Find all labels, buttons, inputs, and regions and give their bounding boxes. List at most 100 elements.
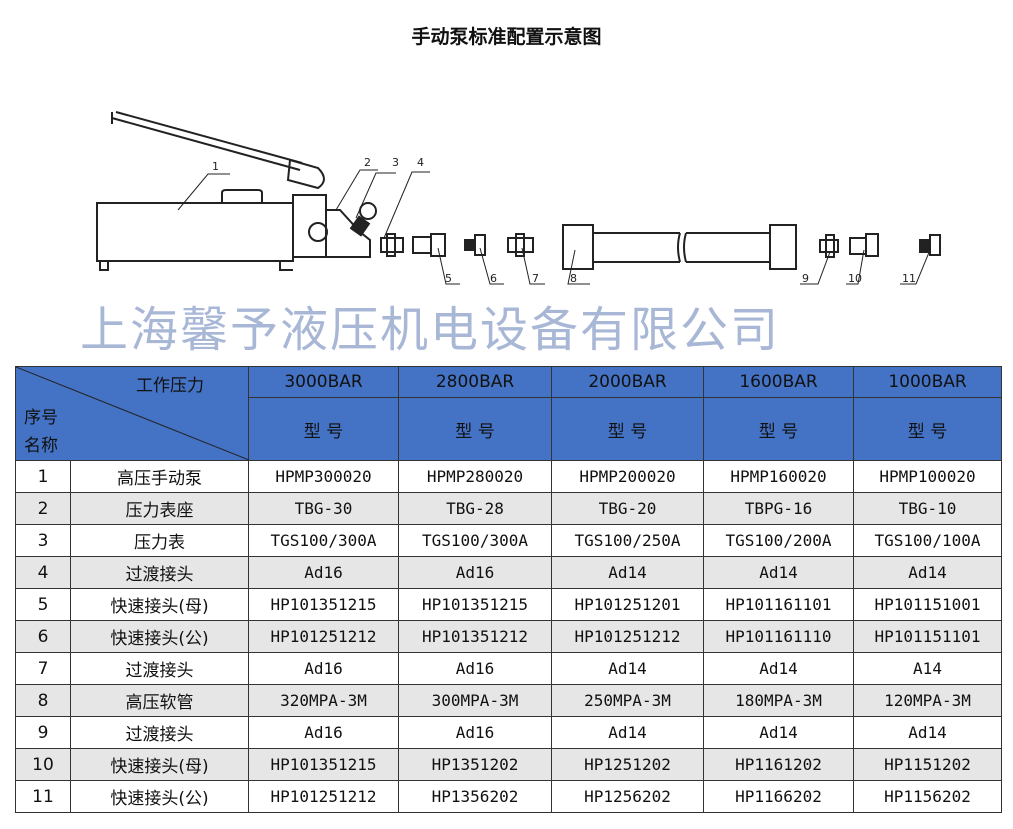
part-name: 过渡接头 bbox=[70, 652, 249, 685]
pressure-header: 3000BAR bbox=[248, 366, 399, 398]
model-cell: TGS100/250A bbox=[551, 524, 704, 557]
model-cell: HP101251212 bbox=[248, 620, 399, 653]
model-cell: HP101251212 bbox=[551, 620, 704, 653]
row-number: 3 bbox=[15, 524, 71, 557]
model-cell: HP1151202 bbox=[853, 748, 1002, 781]
part-name: 快速接头(公) bbox=[70, 780, 249, 813]
model-cell: A14 bbox=[853, 652, 1002, 685]
row-number: 10 bbox=[15, 748, 71, 781]
model-cell: Ad14 bbox=[551, 652, 704, 685]
model-header: 型 号 bbox=[853, 397, 1002, 461]
row-number: 4 bbox=[15, 556, 71, 589]
diagram-label-9: 9 bbox=[802, 272, 809, 285]
diagram-label-5: 5 bbox=[445, 272, 452, 285]
model-cell: HP101351215 bbox=[248, 588, 399, 621]
row-number: 5 bbox=[15, 588, 71, 621]
model-cell: HPMP200020 bbox=[551, 460, 704, 493]
model-cell: Ad14 bbox=[703, 716, 854, 749]
model-header: 型 号 bbox=[551, 397, 704, 461]
row-number: 1 bbox=[15, 460, 71, 493]
pressure-header: 1000BAR bbox=[853, 366, 1002, 398]
page-title: 手动泵标准配置示意图 bbox=[411, 26, 602, 48]
model-cell: HP1161202 bbox=[703, 748, 854, 781]
model-cell: TGS100/200A bbox=[703, 524, 854, 557]
watermark: 上海馨予液压机电设备有限公司 bbox=[80, 302, 781, 358]
part-name: 快速接头(公) bbox=[70, 620, 249, 653]
model-cell: Ad14 bbox=[703, 652, 854, 685]
model-cell: HPMP100020 bbox=[853, 460, 1002, 493]
part-name: 压力表 bbox=[70, 524, 249, 557]
row-number: 8 bbox=[15, 684, 71, 717]
model-cell: HPMP300020 bbox=[248, 460, 399, 493]
model-header: 型 号 bbox=[248, 397, 399, 461]
header-corner-cell: 工作压力 序号 名称 bbox=[15, 366, 249, 461]
model-cell: 320MPA-3M bbox=[248, 684, 399, 717]
row-number: 2 bbox=[15, 492, 71, 525]
model-cell: Ad16 bbox=[398, 652, 552, 685]
model-cell: 250MPA-3M bbox=[551, 684, 704, 717]
pressure-header: 2000BAR bbox=[551, 366, 704, 398]
model-cell: HP101161110 bbox=[703, 620, 854, 653]
row-number: 7 bbox=[15, 652, 71, 685]
model-cell: 180MPA-3M bbox=[703, 684, 854, 717]
model-cell: HP101351212 bbox=[398, 620, 552, 653]
row-number: 11 bbox=[15, 780, 71, 813]
hand-pump-diagram: 1 2 3 4 5 6 7 8 9 10 11 bbox=[96, 111, 941, 285]
part-name: 过渡接头 bbox=[70, 716, 249, 749]
configuration-table: 工作压力 序号 名称 3000BAR 2800BAR 2000BAR 1600B… bbox=[15, 366, 1002, 813]
model-cell: Ad14 bbox=[703, 556, 854, 589]
model-cell: HP101351215 bbox=[248, 748, 399, 781]
diagram-label-6: 6 bbox=[490, 272, 497, 285]
model-cell: HP1166202 bbox=[703, 780, 854, 813]
diagram-label-11: 11 bbox=[902, 272, 916, 285]
model-cell: HP101151001 bbox=[853, 588, 1002, 621]
part-name: 高压软管 bbox=[70, 684, 249, 717]
pump-body bbox=[96, 111, 377, 271]
model-cell: 300MPA-3M bbox=[398, 684, 552, 717]
corner-left-label-1: 序号 bbox=[24, 408, 58, 428]
diagram-label-2: 2 bbox=[364, 156, 371, 169]
model-header: 型 号 bbox=[398, 397, 552, 461]
model-cell: TBPG-16 bbox=[703, 492, 854, 525]
model-cell: Ad16 bbox=[248, 652, 399, 685]
model-cell: HP101161101 bbox=[703, 588, 854, 621]
diagram-label-7: 7 bbox=[532, 272, 539, 285]
model-cell: HP1251202 bbox=[551, 748, 704, 781]
model-cell: HP101251212 bbox=[248, 780, 399, 813]
corner-top-label: 工作压力 bbox=[136, 376, 204, 396]
model-cell: Ad14 bbox=[551, 716, 704, 749]
diagram-label-1: 1 bbox=[212, 160, 219, 173]
model-header: 型 号 bbox=[703, 397, 854, 461]
model-cell: HP101351215 bbox=[398, 588, 552, 621]
row-number: 9 bbox=[15, 716, 71, 749]
model-cell: HP1351202 bbox=[398, 748, 552, 781]
model-cell: TBG-30 bbox=[248, 492, 399, 525]
model-cell: Ad16 bbox=[248, 716, 399, 749]
fittings bbox=[380, 224, 941, 270]
model-cell: Ad14 bbox=[853, 716, 1002, 749]
pressure-header: 2800BAR bbox=[398, 366, 552, 398]
pressure-header: 1600BAR bbox=[703, 366, 854, 398]
model-cell: Ad16 bbox=[398, 716, 552, 749]
model-cell: HPMP280020 bbox=[398, 460, 552, 493]
model-cell: HP101151101 bbox=[853, 620, 1002, 653]
model-cell: HPMP160020 bbox=[703, 460, 854, 493]
model-cell: TGS100/300A bbox=[398, 524, 552, 557]
model-cell: 120MPA-3M bbox=[853, 684, 1002, 717]
model-cell: Ad16 bbox=[248, 556, 399, 589]
leader-lines bbox=[177, 169, 931, 285]
part-name: 压力表座 bbox=[70, 492, 249, 525]
row-number: 6 bbox=[15, 620, 71, 653]
model-cell: TBG-10 bbox=[853, 492, 1002, 525]
diagram-label-4: 4 bbox=[417, 156, 424, 169]
diagonal-divider bbox=[16, 367, 249, 460]
